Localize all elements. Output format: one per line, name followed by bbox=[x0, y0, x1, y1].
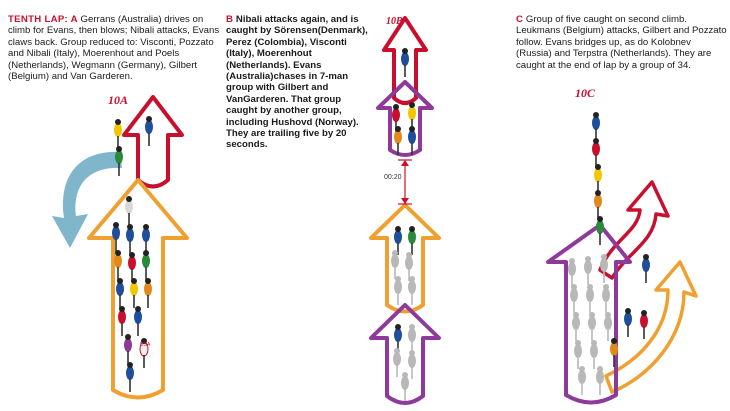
arrow-outline-red-b bbox=[382, 16, 428, 105]
arrow-outline-red-a bbox=[122, 95, 184, 189]
lap-label-10b: 10B bbox=[386, 16, 403, 27]
caption-c-kicker: C bbox=[516, 14, 524, 25]
caption-b: B Nibali attacks again, and is caught by… bbox=[226, 14, 374, 151]
chase-arrow-teal bbox=[52, 151, 122, 248]
arrow-outline-purple-b1 bbox=[376, 80, 434, 157]
caption-b-text: Nibali attacks again, and is caught by S… bbox=[226, 14, 368, 151]
arrow-outline-purple-c bbox=[546, 223, 632, 405]
arrow-outline-purple-b2 bbox=[369, 303, 441, 405]
arrow-outline-orange-b bbox=[369, 203, 441, 314]
arrow-outline-orange-c bbox=[604, 260, 698, 394]
usa-jersey-label: USA bbox=[140, 342, 151, 348]
time-gap-label: 00:20 bbox=[384, 174, 402, 181]
caption-c-text: Group of five caught on second climb. Le… bbox=[516, 14, 727, 71]
caption-a: TENTH LAP: A Gerrans (Australia) drives … bbox=[8, 14, 223, 82]
rider-group-a: USA bbox=[112, 116, 153, 392]
caption-a-text: Gerrans (Australia) drives on climb for … bbox=[8, 14, 220, 83]
lap-label-10a: 10A bbox=[108, 93, 129, 107]
caption-b-kicker: B bbox=[226, 14, 234, 25]
rider-group-c bbox=[568, 112, 650, 395]
time-gap-marker bbox=[398, 159, 412, 205]
arrow-outline-red-c bbox=[598, 180, 670, 280]
lap-label-10c: 10C bbox=[575, 86, 596, 100]
caption-a-kicker: TENTH LAP: A bbox=[8, 14, 78, 25]
rider-group-b bbox=[391, 48, 416, 401]
caption-c: C Group of five caught on second climb. … bbox=[516, 14, 728, 71]
arrow-outline-orange-a bbox=[87, 178, 189, 400]
